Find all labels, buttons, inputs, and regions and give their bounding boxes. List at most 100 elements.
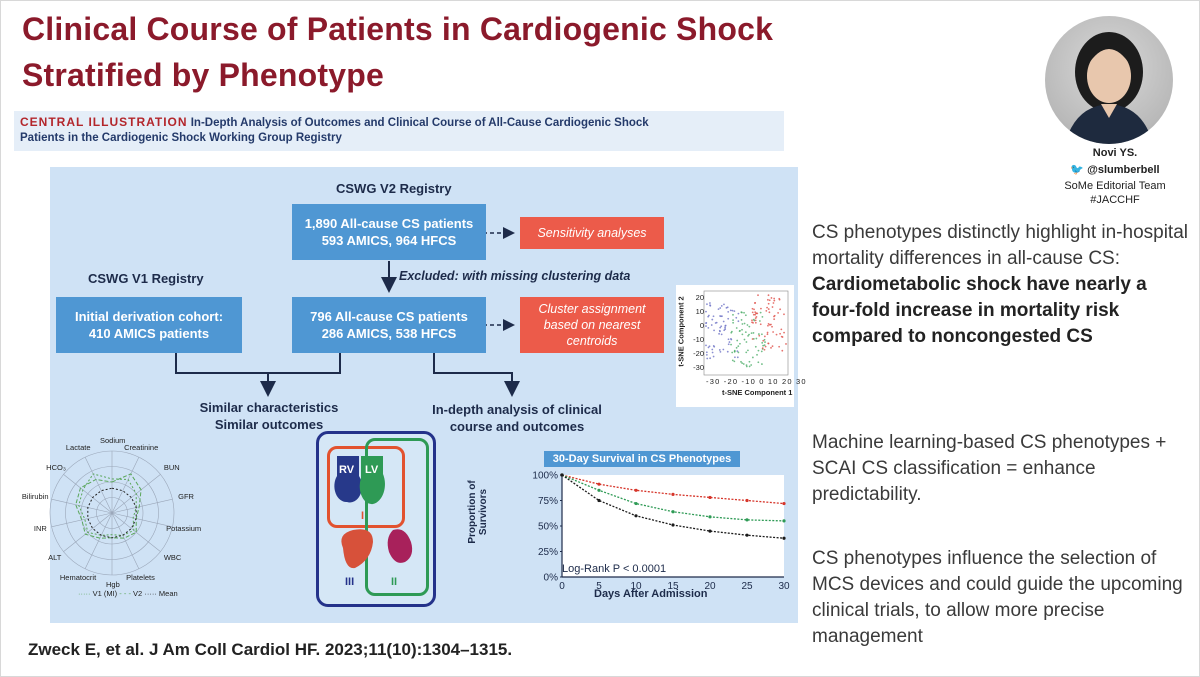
- tsne-point: [741, 323, 744, 325]
- tsne-point: [729, 309, 732, 312]
- tsne-point: [750, 332, 753, 335]
- cluster-assignment-line2: based on nearest: [543, 318, 641, 332]
- tsne-point: [735, 316, 738, 319]
- note-1-bold: Cardiometabolic shock have nearly a four…: [812, 274, 1147, 347]
- tsne-point: [781, 336, 784, 338]
- survival-ytick: 0%: [544, 573, 559, 584]
- tsne-point: [735, 346, 738, 349]
- tsne-ytick: 10: [695, 307, 704, 316]
- derivation-cohort-line2: 410 AMICS patients: [88, 326, 210, 341]
- illustration-panel: CSWG V2 Registry 1,890 All-cause CS pati…: [22, 167, 806, 623]
- tsne-point: [737, 320, 740, 323]
- profile-hashtag[interactable]: #JACCHF: [1090, 194, 1140, 206]
- central-illustration-heading-line1: In-Depth Analysis of Outcomes and Clinic…: [187, 117, 649, 129]
- similar-outcomes-label: Similar characteristics Similar outcomes: [184, 399, 354, 433]
- tsne-point: [780, 328, 783, 331]
- tsne-point: [709, 302, 711, 304]
- tsne-point: [726, 350, 729, 353]
- tsne-point: [747, 334, 749, 337]
- tsne-point: [773, 318, 776, 321]
- tsne-point: [732, 321, 735, 324]
- liver-icon: [341, 529, 373, 569]
- tsne-point: [741, 333, 744, 336]
- tsne-ytick: -30: [693, 363, 704, 372]
- tsne-point: [748, 365, 751, 368]
- survival-point: [782, 519, 786, 523]
- tsne-svg: [703, 290, 789, 376]
- radar-spoke: [111, 512, 173, 528]
- tsne-point: [727, 317, 730, 320]
- tsne-ytick: -20: [693, 349, 704, 358]
- profile-team: SoMe Editorial Team: [1064, 180, 1166, 192]
- tsne-yticks: 20 10 0 -10 -20 -30: [690, 291, 704, 375]
- tsne-xtick: -10: [741, 377, 756, 386]
- tsne-ytick: 0: [699, 321, 704, 330]
- tsne-point: [751, 307, 754, 310]
- tsne-point: [754, 317, 757, 320]
- tsne-point: [762, 339, 765, 342]
- similar-line2: Similar outcomes: [214, 417, 324, 432]
- tsne-point: [745, 341, 748, 343]
- tsne-point: [745, 351, 748, 354]
- tsne-point: [728, 341, 731, 343]
- tsne-point: [722, 320, 725, 323]
- tsne-point: [711, 318, 714, 321]
- tsne-point: [710, 324, 713, 326]
- survival-point: [597, 482, 601, 486]
- tsne-point: [755, 337, 758, 340]
- radar-axis-label: BUN: [163, 463, 180, 473]
- radar-series-line: [78, 473, 137, 536]
- phenotype-ii-label: II: [391, 576, 398, 588]
- survival-ytick: 75%: [538, 496, 558, 507]
- tsne-point: [754, 313, 757, 316]
- tsne-point: [767, 302, 770, 305]
- similar-line1: Similar characteristics: [199, 400, 339, 415]
- survival-xtick: 30: [778, 581, 790, 592]
- tsne-point: [779, 332, 781, 335]
- radar-spoke: [111, 512, 161, 552]
- tsne-ytick: 20: [695, 293, 704, 302]
- tsne-point: [719, 350, 722, 353]
- tsne-point: [711, 348, 714, 351]
- radar-spoke: [63, 474, 113, 514]
- allcause-796-line1: 796 All-cause CS patients: [310, 309, 468, 324]
- tsne-point: [744, 314, 747, 317]
- tsne-point: [719, 326, 722, 329]
- tsne-xticks: -30 -20 -10 0 10 20 30: [706, 377, 807, 386]
- tsne-point: [725, 306, 728, 309]
- tsne-xtick: 0: [759, 377, 765, 386]
- tsne-point: [741, 362, 744, 364]
- radar-series-line: [87, 487, 137, 539]
- tsne-point: [783, 313, 785, 316]
- tsne-point: [739, 329, 741, 332]
- tsne-point: [751, 319, 753, 322]
- tsne-point: [718, 329, 721, 332]
- central-illustration-heading-line2: Patients in the Cardiogenic Shock Workin…: [20, 132, 342, 144]
- tsne-point: [709, 357, 712, 360]
- radar-axis-label: HCO₃: [46, 463, 66, 473]
- tsne-point: [775, 333, 778, 336]
- tsne-point: [737, 345, 740, 348]
- tsne-point: [730, 331, 733, 334]
- slide-title-line2: Stratified by Phenotype: [22, 57, 384, 93]
- tsne-point: [724, 326, 726, 329]
- tsne-point: [722, 348, 725, 351]
- survival-point: [560, 473, 564, 477]
- tsne-point: [746, 324, 749, 326]
- allcause-1890-box: 1,890 All-cause CS patients 593 AMICS, 9…: [292, 204, 486, 260]
- survival-ytick: 100%: [532, 471, 558, 482]
- tsne-point: [754, 345, 757, 348]
- tsne-point: [744, 331, 747, 334]
- tsne-point: [741, 328, 743, 331]
- profile-handle[interactable]: @slumberbell: [1087, 164, 1160, 176]
- radar-axis-label: Sodium: [100, 436, 126, 445]
- derivation-cohort-box: Initial derivation cohort: 410 AMICS pat…: [56, 297, 242, 353]
- tsne-point: [754, 319, 757, 322]
- radar-axis-label: Potassium: [166, 524, 202, 534]
- tsne-xtick: 30: [796, 377, 807, 386]
- radar-legend-mean: Mean: [158, 589, 178, 598]
- indepth-line1: In-depth analysis of clinical: [432, 402, 602, 417]
- tsne-point: [709, 304, 711, 306]
- tsne-point: [767, 324, 769, 327]
- survival-point: [634, 488, 638, 492]
